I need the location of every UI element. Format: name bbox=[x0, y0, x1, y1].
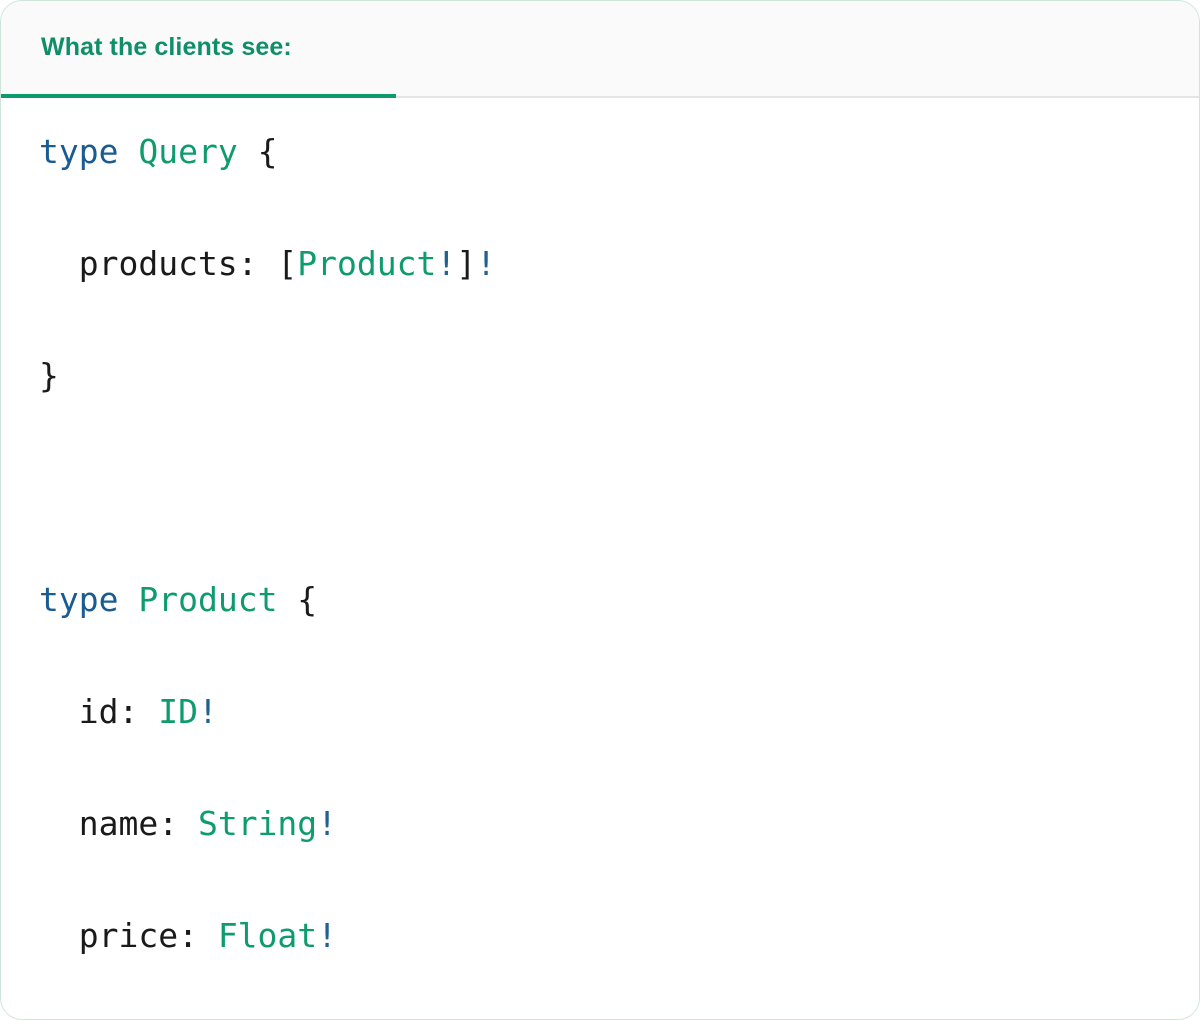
code-line: name: String! bbox=[39, 796, 1159, 852]
code-token-punct: [ bbox=[277, 244, 298, 283]
code-token-field: name: bbox=[39, 804, 198, 843]
code-token-punct: { bbox=[277, 580, 318, 619]
code-token-type: Product bbox=[297, 244, 437, 283]
code-token-punct bbox=[118, 580, 138, 619]
code-line: } bbox=[39, 348, 1159, 404]
code-token-kw: type bbox=[39, 580, 119, 619]
code-token-bang: ! bbox=[317, 916, 338, 955]
code-token-bang: ! bbox=[476, 244, 496, 283]
tab-label: What the clients see: bbox=[41, 33, 292, 61]
code-line bbox=[39, 460, 1159, 516]
tab-what-the-clients-see[interactable]: What the clients see: bbox=[1, 1, 396, 98]
code-token-type: Query bbox=[138, 132, 238, 171]
code-token-punct: { bbox=[237, 132, 278, 171]
tab-bar: What the clients see: bbox=[1, 1, 1199, 98]
code-token-field: products: bbox=[39, 244, 278, 283]
code-line: type Product { bbox=[39, 572, 1159, 628]
code-token-type: Float bbox=[217, 916, 318, 955]
code-token-bang: ! bbox=[317, 804, 338, 843]
code-token-kw: type bbox=[39, 132, 119, 171]
code-line: price: Float! bbox=[39, 908, 1159, 964]
code-token-punct: ] bbox=[456, 244, 477, 283]
code-line: id: ID! bbox=[39, 684, 1159, 740]
code-line: products: [Product!]! bbox=[39, 236, 1159, 292]
code-token-bang: ! bbox=[197, 692, 218, 731]
code-token-bang: ! bbox=[436, 244, 457, 283]
code-token-punct: } bbox=[39, 356, 59, 395]
code-line: type Query { bbox=[39, 124, 1159, 180]
code-panel: type Query { products: [Product!]! } typ… bbox=[1, 98, 1199, 1019]
code-token-type: String bbox=[197, 804, 318, 843]
code-token-punct bbox=[118, 132, 138, 171]
code-token-field: price: bbox=[39, 916, 218, 955]
graphql-schema-code[interactable]: type Query { products: [Product!]! } typ… bbox=[39, 124, 1159, 1019]
code-token-field: id: bbox=[39, 692, 159, 731]
code-token-type: ID bbox=[158, 692, 198, 731]
code-token-type: Product bbox=[138, 580, 278, 619]
